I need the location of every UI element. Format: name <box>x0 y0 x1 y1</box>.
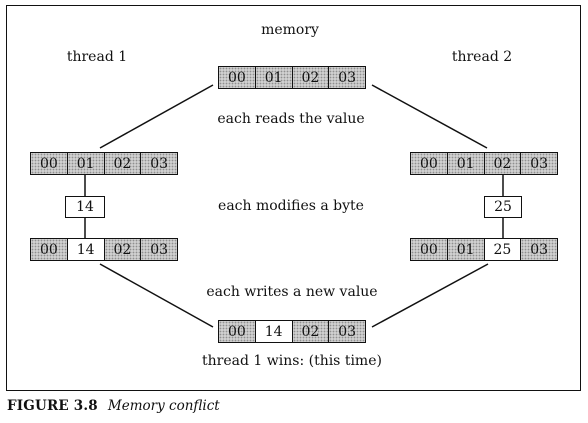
byte-cell: 02 <box>483 153 521 174</box>
byte-cell: 02 <box>291 321 329 342</box>
byte-cell: 00 <box>31 153 67 174</box>
byte-cell: 03 <box>140 153 177 174</box>
byte-cell: 00 <box>411 239 447 260</box>
byte-cell: 00 <box>219 321 255 342</box>
memory-after-row: 00 14 02 03 <box>218 320 366 343</box>
byte-cell: 00 <box>219 67 255 88</box>
diagram-frame <box>6 5 581 391</box>
byte-cell: 03 <box>328 321 365 342</box>
read-step-label: each reads the value <box>217 111 365 127</box>
thread2-read-row: 00 01 02 03 <box>410 152 558 175</box>
byte-cell: 01 <box>446 153 484 174</box>
figure-caption: FIGURE 3.8 Memory conflict <box>7 398 220 414</box>
thread1-read-row: 00 01 02 03 <box>30 152 178 175</box>
byte-cell: 00 <box>411 153 447 174</box>
byte-cell: 03 <box>520 239 557 260</box>
write-step-label: each writes a new value <box>206 284 378 300</box>
byte-cell: 03 <box>328 67 365 88</box>
byte-cell: 01 <box>446 239 484 260</box>
byte-cell: 01 <box>66 153 104 174</box>
byte-cell: 03 <box>520 153 557 174</box>
figure-number: FIGURE 3.8 <box>7 398 98 414</box>
changed-byte-cell: 25 <box>483 239 521 260</box>
thread1-modified-byte: 14 <box>65 196 105 218</box>
byte-cell: 02 <box>103 153 141 174</box>
memory-before-row: 00 01 02 03 <box>218 66 366 89</box>
modify-step-label: each modifies a byte <box>218 198 364 214</box>
thread2-label: thread 2 <box>451 49 513 65</box>
outcome-label: thread 1 wins: (this time) <box>202 353 382 369</box>
changed-byte-cell: 14 <box>254 321 292 342</box>
thread2-after-row: 00 01 25 03 <box>410 238 558 261</box>
byte-cell: 02 <box>291 67 329 88</box>
byte-cell: 03 <box>140 239 177 260</box>
thread1-label: thread 1 <box>66 49 128 65</box>
figure-title: Memory conflict <box>107 398 220 414</box>
byte-cell: 02 <box>103 239 141 260</box>
byte-cell: 00 <box>31 239 67 260</box>
changed-byte-cell: 14 <box>66 239 104 260</box>
thread1-after-row: 00 14 02 03 <box>30 238 178 261</box>
byte-cell: 01 <box>254 67 292 88</box>
thread2-modified-byte: 25 <box>484 196 522 218</box>
memory-label: memory <box>261 22 319 38</box>
